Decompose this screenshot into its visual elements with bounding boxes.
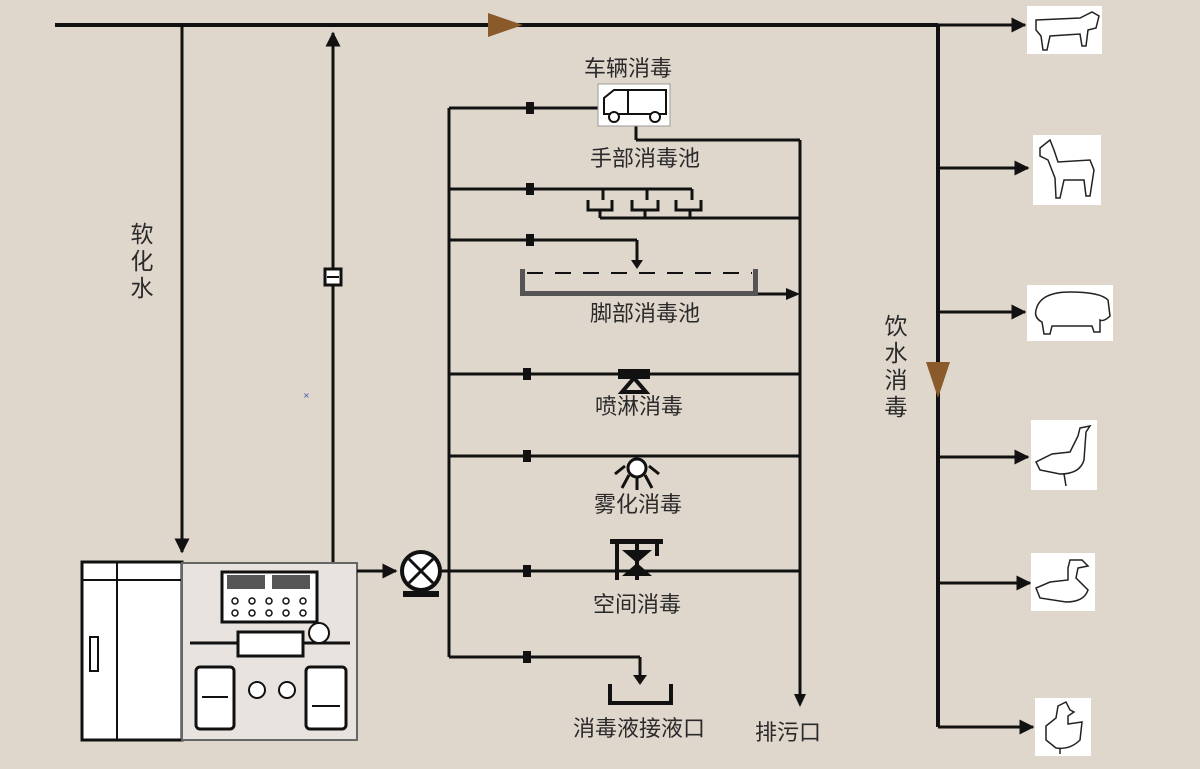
space-disinfection-label: 空间消毒 <box>593 593 682 618</box>
svg-text:×: × <box>303 391 310 400</box>
softened-water-label: 软化水 <box>130 222 154 302</box>
hand-pool-icon <box>586 189 800 220</box>
goat-icon <box>1033 135 1101 205</box>
goose-icon <box>1031 420 1097 490</box>
disinfection-equipment-panel <box>181 562 358 741</box>
duck-icon <box>1031 553 1095 611</box>
water-treatment-cabinet <box>80 560 184 742</box>
outlet-basin-icon <box>608 684 673 705</box>
foot-pool-icon <box>520 269 758 296</box>
drinking-flow-arrow <box>926 362 950 398</box>
distribution-pipes <box>440 106 802 696</box>
sewage-outlet-label: 排污口 <box>755 721 822 746</box>
spray-nozzle-icon <box>617 369 651 394</box>
main-flow-arrow <box>488 13 523 37</box>
hand-disinfection-pool-label: 手部消毒池 <box>590 147 701 172</box>
drinking-water-disinfection-label: 饮水消毒 <box>884 314 908 421</box>
fan-icon <box>610 539 663 580</box>
foot-disinfection-pool-label: 脚部消毒池 <box>590 302 701 327</box>
vehicle-disinfection-label: 车辆消毒 <box>584 57 673 82</box>
disinfectant-outlet-label: 消毒液接液口 <box>573 717 706 742</box>
animal-branches <box>938 17 1035 735</box>
chicken-icon <box>1035 698 1091 756</box>
truck-icon <box>597 83 671 127</box>
atomized-disinfection-label: 雾化消毒 <box>594 493 683 518</box>
check-valve-icon <box>323 267 343 287</box>
pump-icon <box>400 550 442 597</box>
pig-icon <box>1027 285 1113 341</box>
cow-icon <box>1027 6 1102 54</box>
branch-valves <box>523 102 534 663</box>
atomizer-icon <box>614 457 660 490</box>
spray-disinfection-label: 喷淋消毒 <box>595 395 684 420</box>
